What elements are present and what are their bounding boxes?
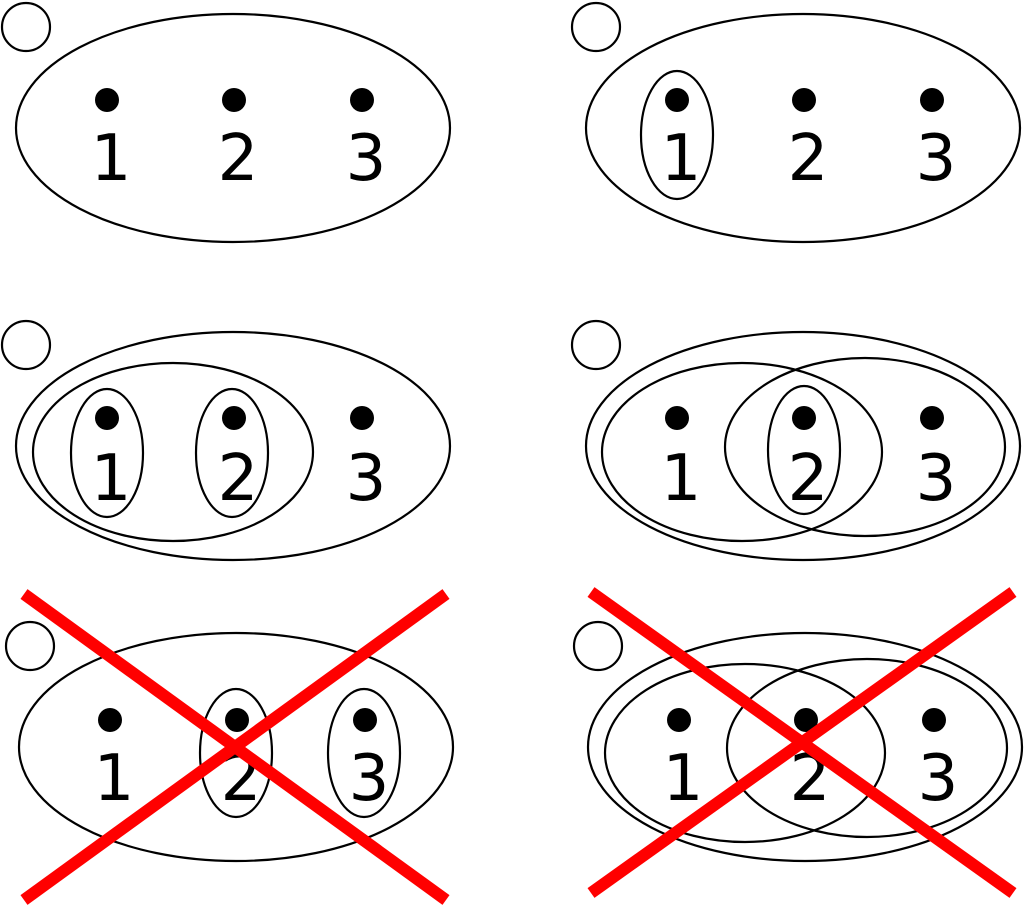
cross-out-line-b bbox=[20, 589, 450, 905]
point-dot-1 bbox=[665, 88, 689, 112]
point-dot-2 bbox=[225, 708, 249, 732]
point-label-3: 3 bbox=[916, 442, 957, 516]
point-dot-2 bbox=[222, 88, 246, 112]
point-label-3: 3 bbox=[346, 442, 387, 516]
panel-marker-circle bbox=[570, 1, 622, 53]
point-dot-1 bbox=[95, 406, 119, 430]
panel-marker-circle bbox=[0, 319, 52, 371]
set-3-ellipse bbox=[326, 687, 402, 819]
panel-marker-circle bbox=[0, 1, 52, 53]
set-2-3-ellipse bbox=[723, 356, 1007, 538]
point-dot-1 bbox=[667, 708, 691, 732]
point-dot-3 bbox=[350, 88, 374, 112]
point-dot-3 bbox=[353, 708, 377, 732]
point-dot-3 bbox=[922, 708, 946, 732]
point-label-1: 1 bbox=[91, 442, 132, 516]
panel-middle-left: 1 2 3 bbox=[0, 319, 452, 562]
point-label-1: 1 bbox=[661, 122, 702, 196]
point-label-3: 3 bbox=[349, 742, 390, 816]
point-dot-1 bbox=[98, 708, 122, 732]
panel-top-left: 1 2 3 bbox=[0, 1, 452, 244]
point-dot-2 bbox=[792, 88, 816, 112]
point-label-2: 2 bbox=[218, 122, 259, 196]
set-1-ellipse bbox=[639, 69, 715, 201]
outer-set-ellipse bbox=[14, 12, 452, 244]
set-2-ellipse bbox=[194, 387, 270, 519]
cross-out-line-b bbox=[587, 587, 1017, 898]
point-dot-3 bbox=[920, 88, 944, 112]
outer-set-ellipse bbox=[14, 330, 452, 562]
panel-middle-right: 1 2 3 bbox=[570, 319, 1022, 562]
point-label-3: 3 bbox=[916, 122, 957, 196]
set-2-ellipse bbox=[766, 384, 842, 516]
panel-marker-circle bbox=[572, 620, 624, 672]
point-label-1: 1 bbox=[94, 742, 135, 816]
set-2-ellipse bbox=[198, 687, 274, 819]
outer-set-ellipse bbox=[586, 631, 1024, 863]
set-1-2-ellipse bbox=[600, 361, 884, 543]
point-label-1: 1 bbox=[663, 742, 704, 816]
point-label-1: 1 bbox=[661, 442, 702, 516]
point-label-3: 3 bbox=[918, 742, 959, 816]
panel-top-right: 1 2 3 bbox=[570, 1, 1022, 244]
outer-set-ellipse bbox=[584, 330, 1022, 562]
point-dot-2 bbox=[792, 406, 816, 430]
point-dot-3 bbox=[350, 406, 374, 430]
panel-bottom-right: 1 2 3 bbox=[572, 587, 1024, 898]
point-dot-1 bbox=[665, 406, 689, 430]
outer-set-ellipse bbox=[584, 12, 1022, 244]
panel-marker-circle bbox=[570, 319, 622, 371]
point-label-2: 2 bbox=[788, 122, 829, 196]
set-2-3-ellipse bbox=[725, 657, 1009, 839]
outer-set-ellipse bbox=[17, 631, 455, 863]
panel-bottom-left: 1 2 3 bbox=[4, 589, 455, 905]
point-label-3: 3 bbox=[346, 122, 387, 196]
point-label-1: 1 bbox=[91, 122, 132, 196]
set-1-2-ellipse bbox=[31, 361, 315, 543]
panel-marker-circle bbox=[4, 620, 56, 672]
set-1-2-ellipse bbox=[603, 662, 887, 844]
set-1-ellipse bbox=[69, 387, 145, 519]
point-dot-2 bbox=[794, 708, 818, 732]
point-label-2: 2 bbox=[218, 442, 259, 516]
point-label-2: 2 bbox=[788, 442, 829, 516]
point-dot-1 bbox=[95, 88, 119, 112]
point-dot-3 bbox=[920, 406, 944, 430]
point-dot-2 bbox=[222, 406, 246, 430]
